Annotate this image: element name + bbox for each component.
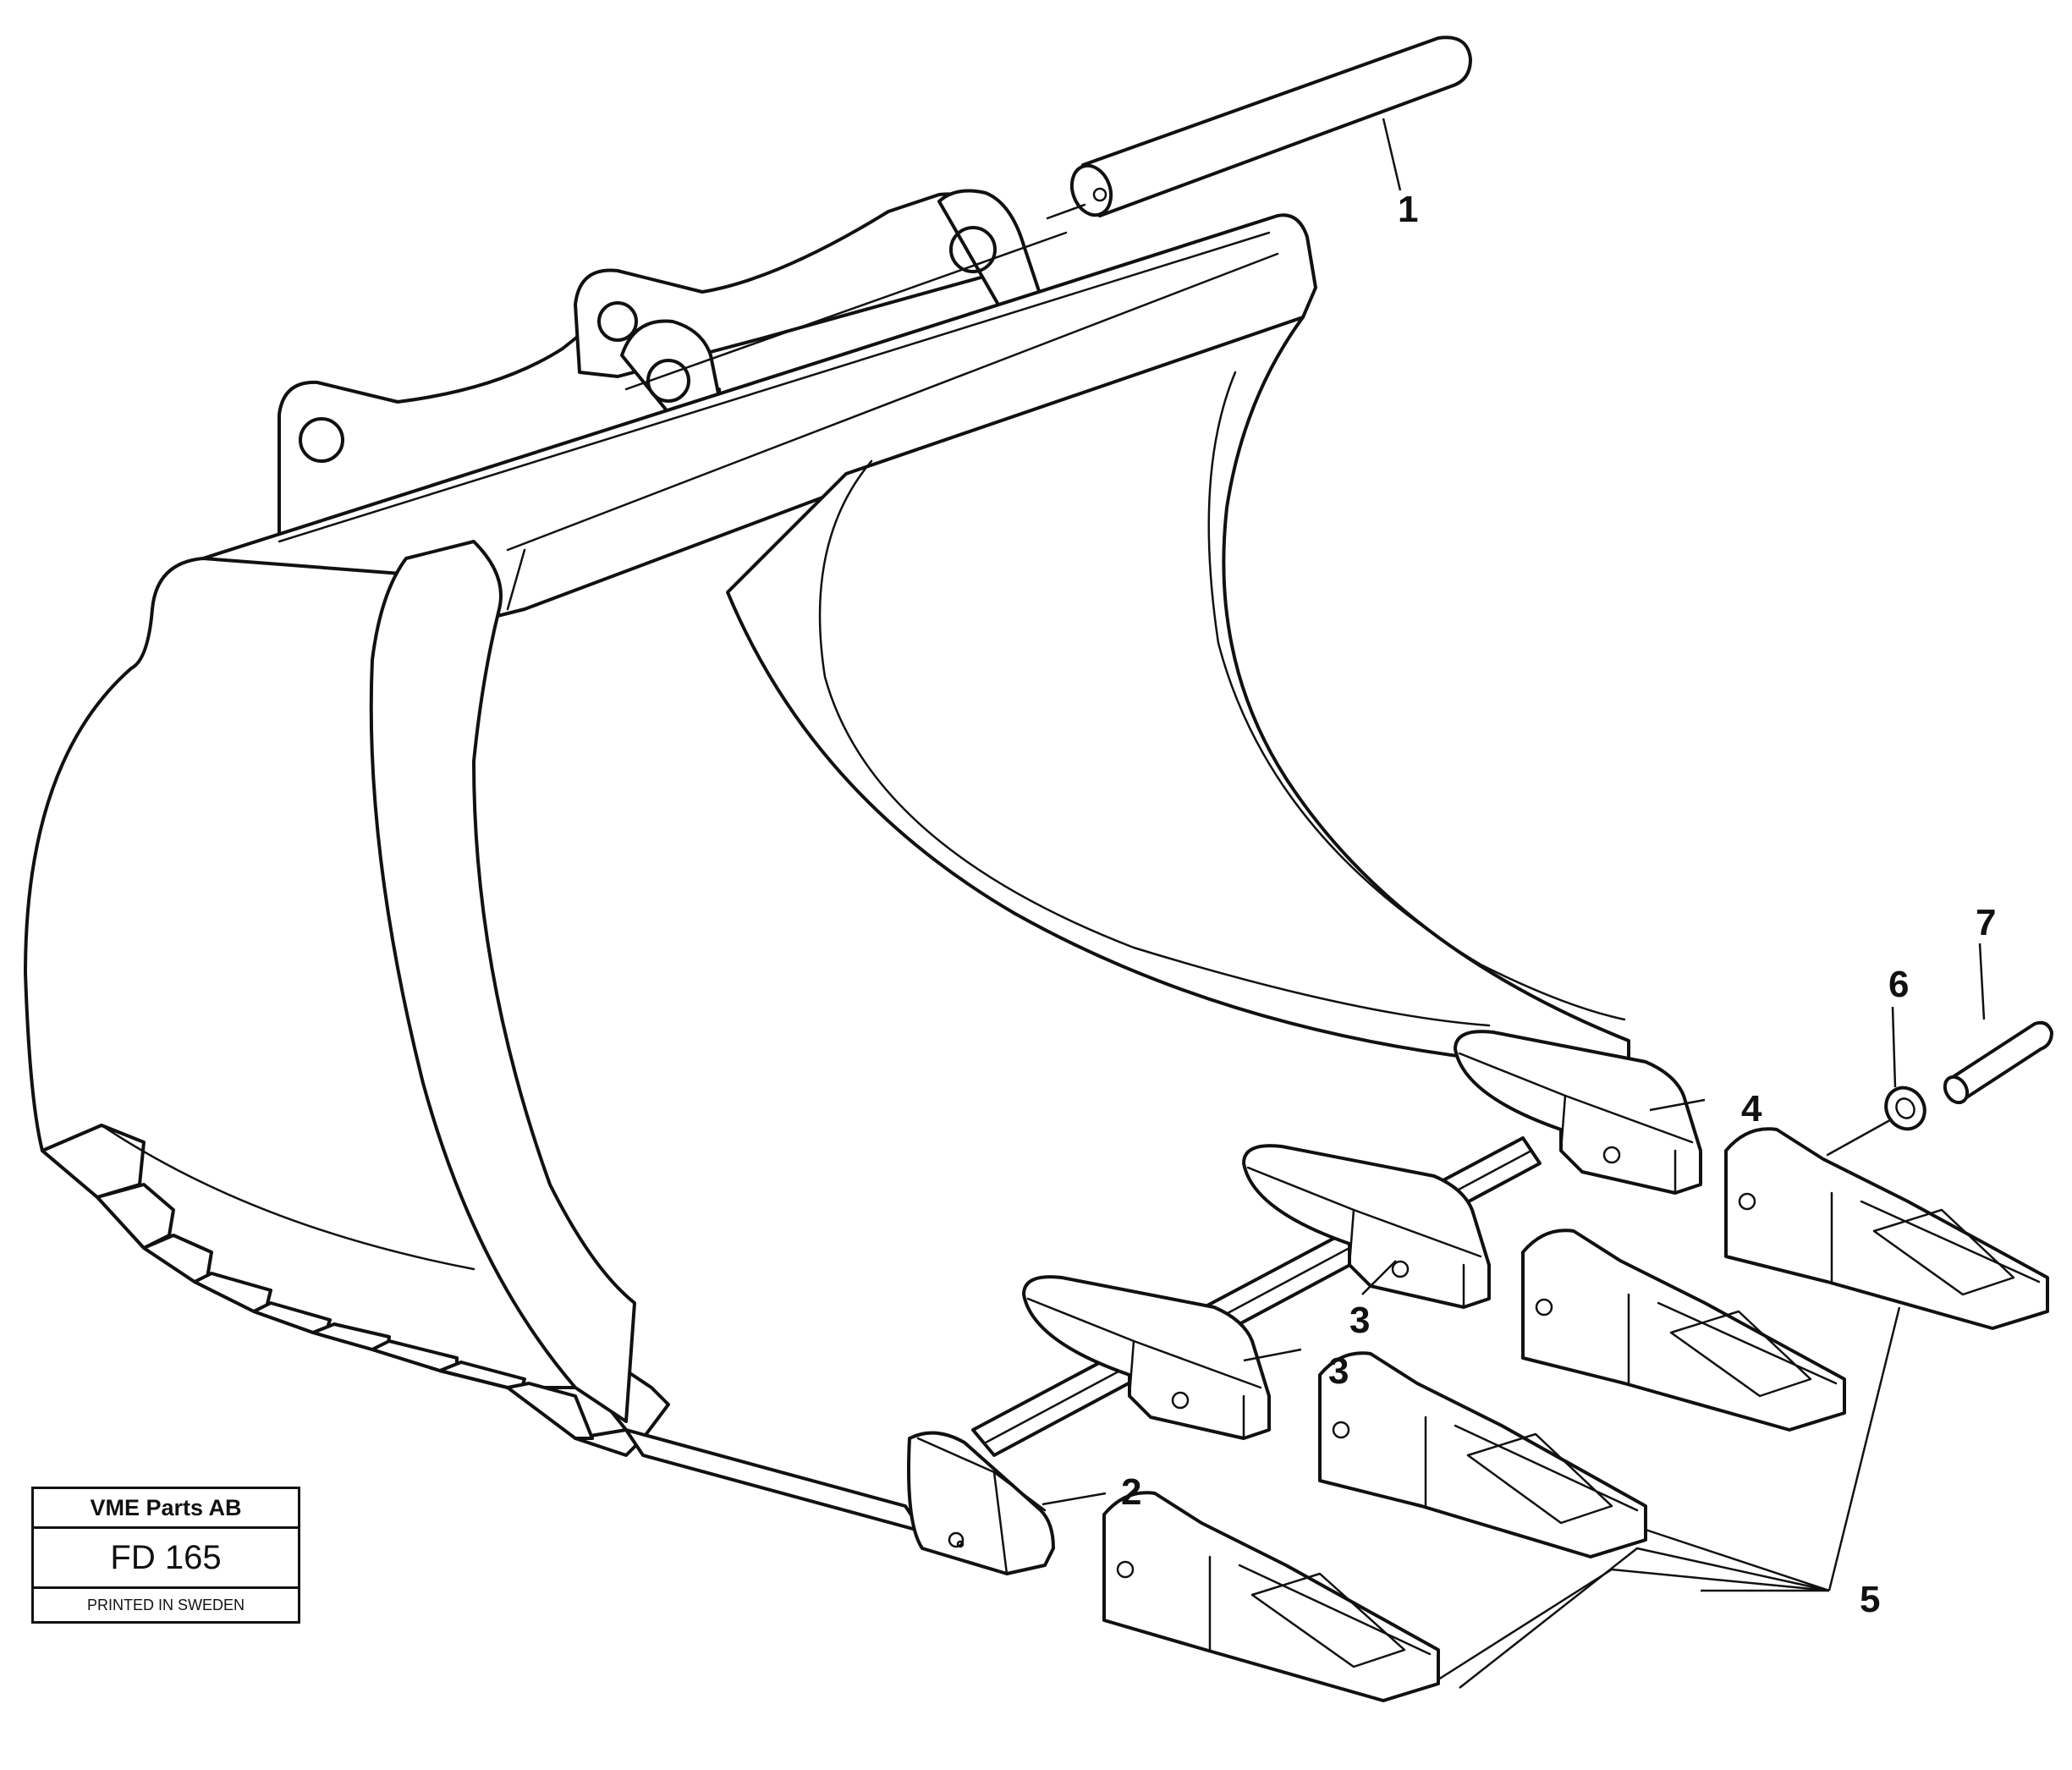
callout-5: 5 <box>1860 1579 1880 1620</box>
leader-2 <box>1041 1492 1107 1506</box>
leader-5c <box>1645 1528 1830 1592</box>
callout-7: 7 <box>1976 902 1996 943</box>
tooth-part-5d <box>1724 1127 2049 1330</box>
callout-3b: 3 <box>1349 1300 1370 1341</box>
callout-2: 2 <box>1121 1471 1141 1513</box>
leader-7 <box>1978 943 1986 1020</box>
adapter-part-4 <box>1454 1030 1702 1195</box>
callout-3a: 3 <box>1328 1350 1349 1392</box>
diagram-code: FD 165 <box>34 1529 298 1589</box>
title-block: VME Parts AB FD 165 PRINTED IN SWEDEN <box>31 1487 300 1624</box>
pin-part-7 <box>1943 1020 2053 1105</box>
adapter-part-3b <box>1242 1144 1491 1309</box>
leader-lines <box>1041 118 1986 1689</box>
leader-5e <box>1437 1568 1830 1681</box>
leader-3a <box>1243 1348 1302 1362</box>
tooth-part-5a <box>1102 1491 1440 1702</box>
pin-part-1 <box>1046 36 1472 220</box>
adapter-part-3a <box>1022 1275 1271 1440</box>
callouts: 1 2 3 3 4 5 6 7 <box>1121 189 1996 1620</box>
leader-5b <box>1459 1547 1830 1689</box>
tooth-part-5c <box>1521 1229 1846 1432</box>
printed-note: PRINTED IN SWEDEN <box>86 1597 245 1613</box>
leader-6 <box>1891 1006 1897 1088</box>
callout-1: 1 <box>1398 189 1418 230</box>
bucket-body <box>24 189 1630 1533</box>
leader-1 <box>1382 118 1402 191</box>
leader-4 <box>1649 1098 1706 1112</box>
company-name: VME Parts AB <box>34 1489 298 1529</box>
tooth-part-5b <box>1318 1351 1647 1558</box>
callout-4: 4 <box>1741 1088 1762 1130</box>
callout-6: 6 <box>1888 964 1909 1005</box>
leader-5d <box>1827 1306 1901 1591</box>
adapter-part-2 <box>907 1431 1055 1575</box>
leader-3b <box>1361 1260 1397 1295</box>
washer-part-6 <box>1826 1086 1926 1157</box>
